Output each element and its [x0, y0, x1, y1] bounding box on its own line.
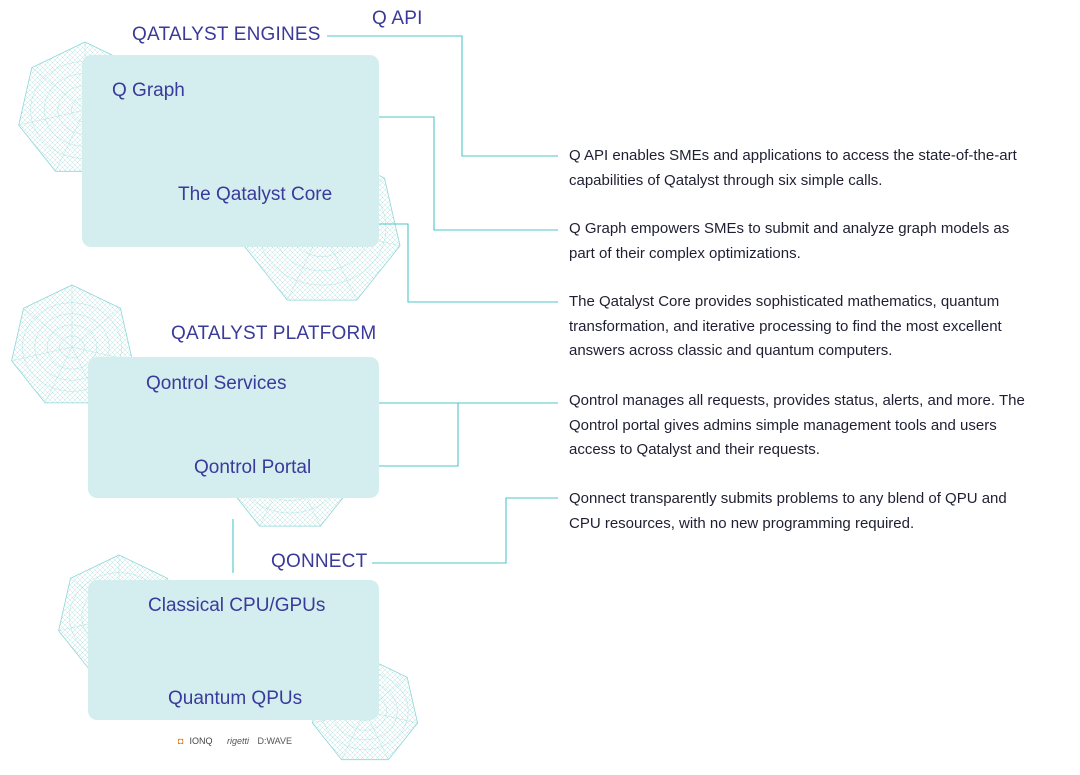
platform-box: [88, 357, 379, 498]
ionq-logo: ◘IONQ: [178, 736, 213, 746]
q-api-description: Q API enables SMEs and applications to a…: [569, 147, 1017, 189]
mesh-spoke: [18, 109, 86, 126]
mesh-spoke: [55, 109, 86, 172]
quantum-qpus-label: Quantum QPUs: [168, 688, 303, 709]
qontrol-portal-label: Qontrol Portal: [194, 457, 312, 478]
qontrol-services-label: Qontrol Services: [146, 373, 287, 394]
engines-box: [82, 55, 379, 247]
vendor-logos: ◘IONQ rigetti D:WAVE: [178, 737, 298, 746]
qatalyst-core-description: The Qatalyst Core provides sophisticated…: [569, 293, 1002, 359]
connector-line: [327, 35, 558, 157]
qonnect-title: QONNECT: [271, 551, 368, 572]
mesh-spoke: [31, 67, 86, 111]
dwave-logo: D:WAVE: [257, 736, 293, 746]
q-api-title: Q API: [372, 8, 423, 29]
q-graph-label: Q Graph: [112, 80, 185, 101]
mesh-spoke: [71, 308, 121, 348]
mesh-spoke: [44, 346, 73, 404]
mesh-spoke: [23, 308, 73, 348]
qatalyst-engines-title: QATALYST ENGINES: [132, 24, 321, 45]
qatalyst-platform-title: QATALYST PLATFORM: [171, 323, 377, 344]
rigetti-logo: rigetti: [226, 736, 249, 746]
mesh-spoke: [11, 346, 73, 362]
connector-line: [372, 497, 558, 564]
connector-line: [350, 403, 459, 467]
qonnect-description: Qonnect transparently submits problems t…: [569, 490, 1007, 532]
classical-cpu-gpus-label: Classical CPU/GPUs: [148, 595, 326, 616]
compute-box: [88, 580, 379, 720]
qontrol-description: Qontrol manages all requests, provides s…: [569, 392, 1025, 458]
qatalyst-core-label: The Qatalyst Core: [178, 184, 333, 205]
q-graph-description: Q Graph empowers SMEs to submit and anal…: [569, 220, 1010, 262]
